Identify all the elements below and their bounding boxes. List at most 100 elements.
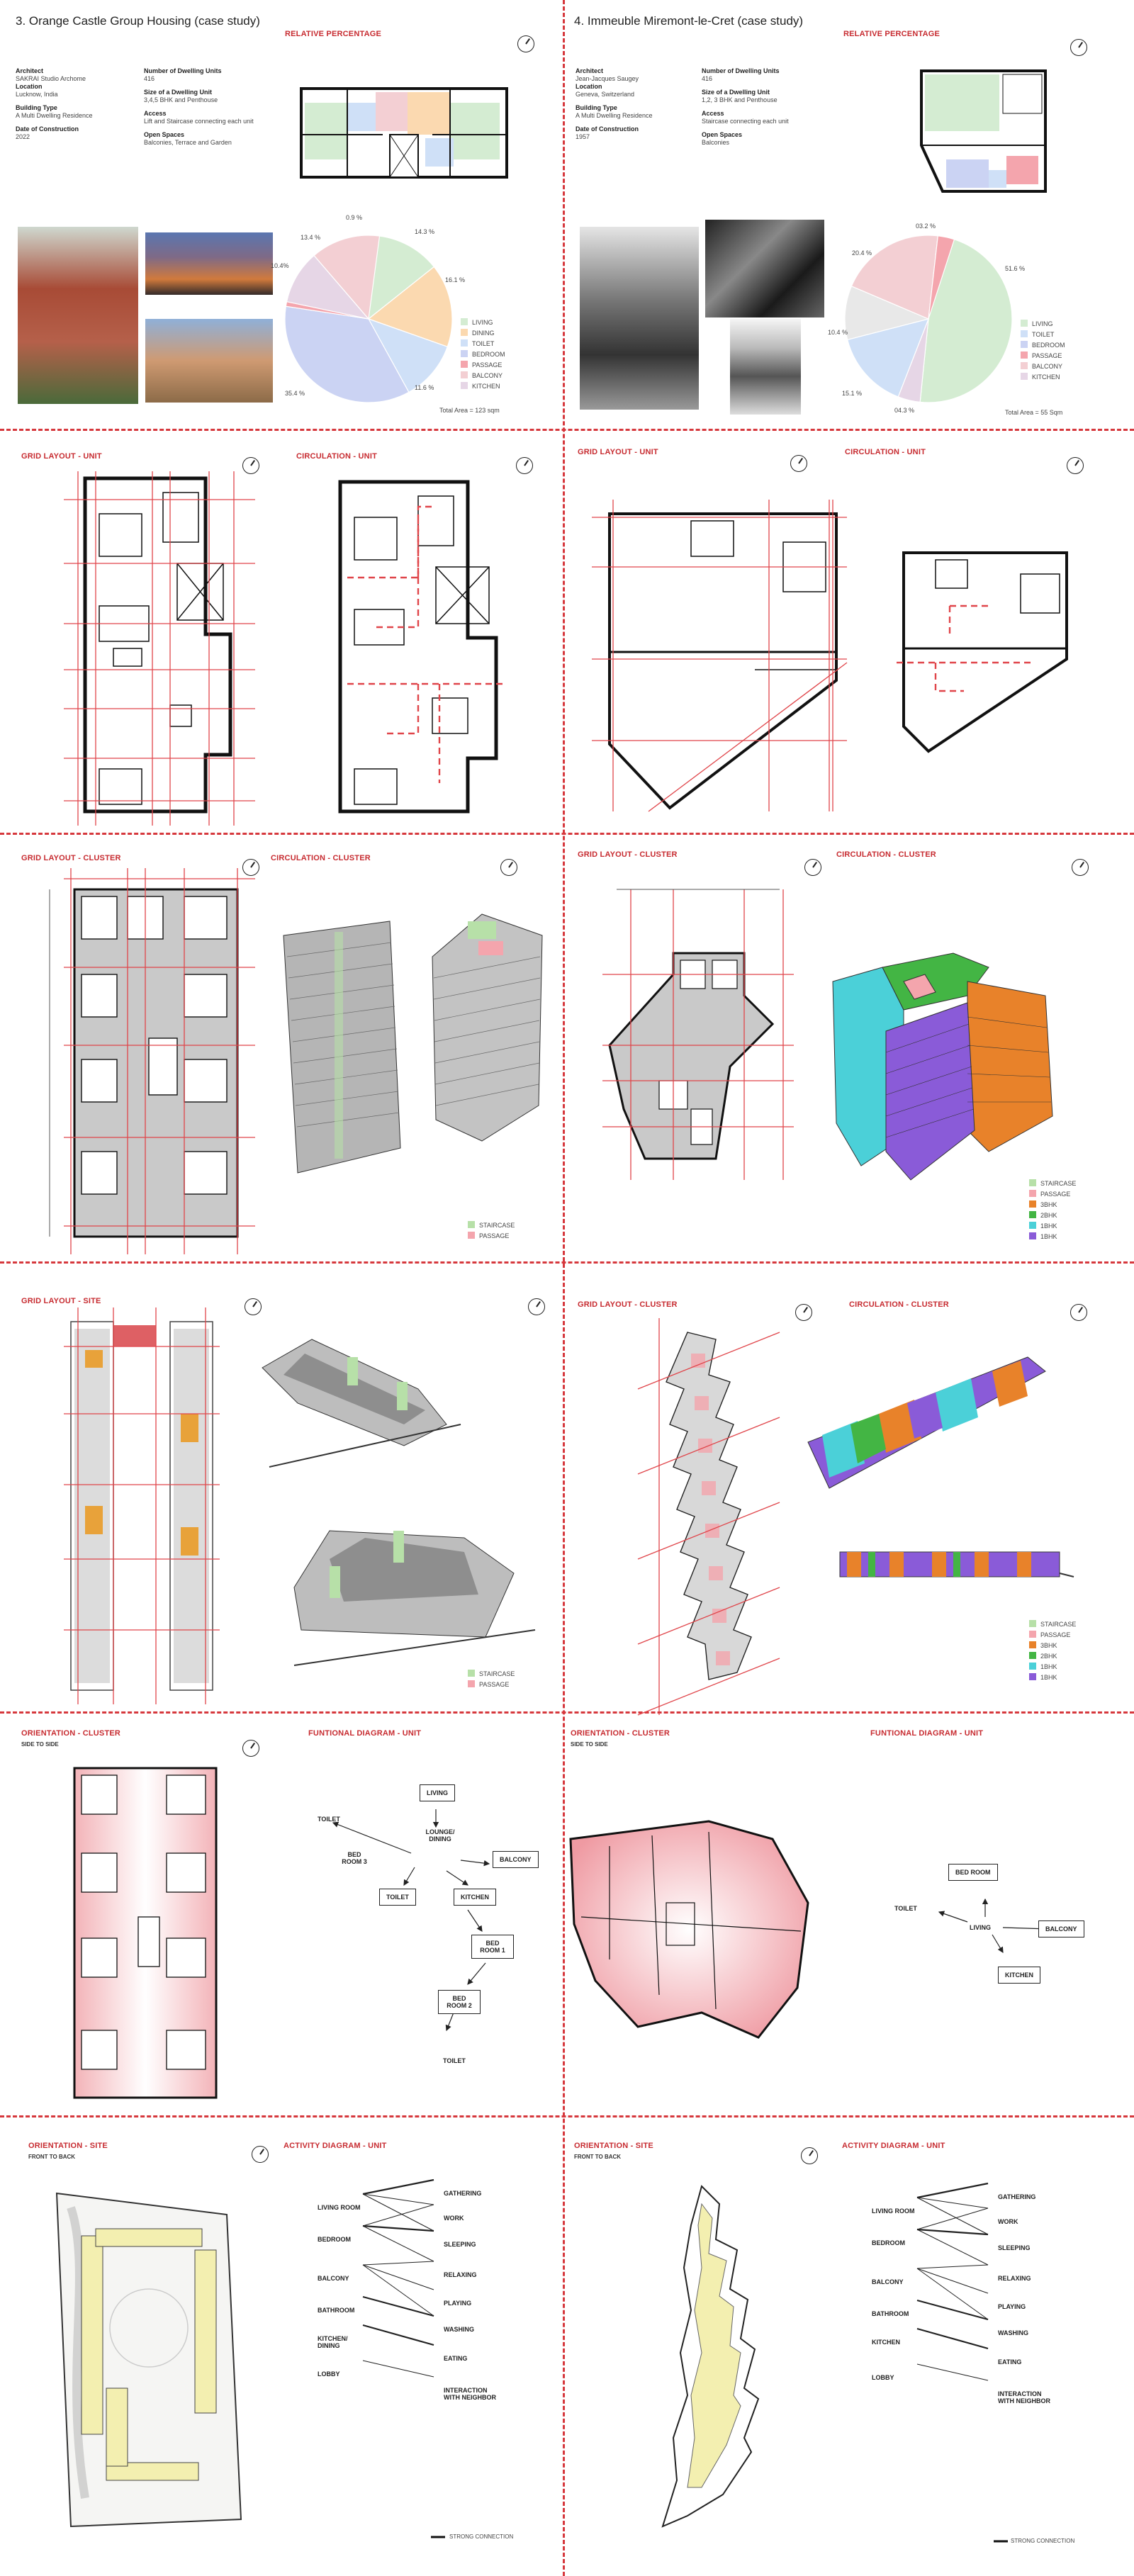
orientation-site-plan — [55, 2192, 242, 2528]
activity-space: LOBBY — [318, 2370, 340, 2378]
legend-item: BALCONY — [1021, 361, 1065, 372]
activity-space: BATHROOM — [318, 2307, 355, 2314]
relative-percentage-pie — [844, 235, 1013, 403]
section-title: CIRCULATION - CLUSTER — [836, 850, 936, 859]
func-node-balcony: BALCONY — [493, 1851, 539, 1868]
pie-label: 11.6 % — [415, 384, 434, 391]
pie-slice — [928, 235, 955, 320]
legend-item: BEDROOM — [1021, 340, 1065, 351]
pie-slice — [850, 235, 938, 320]
activity-label: WORK — [998, 2218, 1018, 2225]
functional-diagram-arrows — [332, 1809, 490, 2032]
case-study-title: 3. Orange Castle Group Housing (case stu… — [16, 14, 260, 28]
section-title: RELATIVE PERCENTAGE — [843, 30, 941, 38]
func-node-kitchen: KITCHEN — [454, 1889, 496, 1906]
func-node-lounge: LOUNGE/ DINING — [425, 1828, 455, 1843]
activity-link — [916, 2228, 989, 2236]
unit-plan-drawing — [920, 69, 1047, 193]
section-title: FUNTIONAL DIAGRAM - UNIT — [870, 1729, 984, 1738]
legend-swatch — [1021, 373, 1028, 380]
cluster-3d-model — [432, 913, 543, 1142]
activity-label: RELAXING — [998, 2275, 1031, 2282]
north-arrow-icon — [252, 2146, 269, 2163]
section-title: CIRCULATION - CLUSTER — [271, 854, 371, 862]
north-arrow-icon — [1070, 1304, 1087, 1321]
section-subtitle: FRONT TO BACK — [574, 2154, 622, 2160]
section-title: GRID LAYOUT - CLUSTER — [578, 1300, 678, 1309]
north-arrow-icon — [516, 457, 533, 474]
activity-space: BALCONY — [318, 2275, 349, 2282]
pie-legend: LIVING TOILET BEDROOM PASSAGE BALCONY KITCHEN — [1021, 319, 1065, 383]
activity-link — [362, 2360, 434, 2378]
section-title: GRID LAYOUT - UNIT — [21, 452, 102, 461]
func-node-bedroom-1: BED ROOM 1 — [471, 1935, 514, 1959]
grid-cluster-plan — [49, 868, 255, 1254]
orientation-cluster-plan — [73, 1767, 218, 2099]
legend-label: TOILET — [472, 340, 495, 347]
legend-swatch — [1021, 362, 1028, 369]
site-3d-model — [262, 1339, 461, 1468]
legend-label: PASSAGE — [1032, 352, 1062, 359]
pie-slice — [844, 286, 930, 341]
activity-space: LIVING ROOM — [318, 2204, 361, 2211]
legend-item: KITCHEN — [461, 381, 505, 392]
legend-label: BALCONY — [1032, 363, 1063, 370]
section-subtitle: SIDE TO SIDE — [571, 1741, 608, 1748]
activity-space: KITCHEN/ DINING — [318, 2335, 348, 2349]
legend-label: LIVING — [1032, 320, 1053, 327]
func-node-bedroom: BED ROOM — [948, 1864, 998, 1881]
section-title: ORIENTATION - SITE — [28, 2142, 108, 2150]
activity-link — [916, 2363, 989, 2381]
legend-swatch — [461, 339, 468, 347]
activity-label: RELAXING — [444, 2271, 477, 2278]
north-arrow-icon — [245, 1298, 262, 1315]
north-arrow-icon — [801, 2147, 818, 2164]
grid-unit-plan — [592, 500, 848, 812]
circulation-unit-plan — [897, 551, 1068, 753]
legend-item: TOILET — [1021, 330, 1065, 340]
strong-connection-legend: STRONG CONNECTION — [1011, 2538, 1075, 2544]
legend-label: BEDROOM — [472, 351, 505, 358]
activity-link — [916, 2197, 989, 2209]
section-title: ORIENTATION - SITE — [574, 2142, 653, 2150]
activity-link — [916, 2299, 989, 2321]
activity-link — [916, 2264, 989, 2269]
section-title: ACTIVITY DIAGRAM - UNIT — [842, 2142, 945, 2150]
legend-item: PASSAGE — [461, 360, 505, 371]
north-arrow-icon — [242, 859, 259, 876]
north-arrow-icon — [517, 35, 534, 52]
activity-label: WORK — [444, 2215, 464, 2222]
legend-item: LIVING — [1021, 319, 1065, 330]
activity-link — [916, 2229, 989, 2266]
section-title: ORIENTATION - CLUSTER — [21, 1729, 121, 1738]
func-node-toilet: TOILET — [318, 1816, 340, 1823]
activity-link — [362, 2261, 434, 2266]
legend-label: BEDROOM — [1032, 342, 1065, 349]
unit-plan-drawing — [300, 87, 508, 179]
pie-label: 10.4 % — [828, 329, 848, 336]
north-arrow-icon — [528, 1298, 545, 1315]
section-title: GRID LAYOUT - SITE — [21, 1297, 101, 1305]
site-3d-model — [839, 1551, 1074, 1577]
north-arrow-icon — [1070, 39, 1087, 56]
legend-swatch — [461, 350, 468, 357]
activity-link — [362, 2225, 434, 2262]
legend-label: KITCHEN — [1032, 373, 1060, 381]
section-title: CIRCULATION - UNIT — [296, 452, 377, 461]
activity-link — [916, 2327, 989, 2350]
legend-item: BALCONY — [461, 371, 505, 381]
legend-swatch — [461, 329, 468, 336]
activity-label: EATING — [998, 2358, 1022, 2366]
func-node-bedroom-3: BED ROOM 3 — [342, 1851, 367, 1865]
row-divider — [0, 2115, 1134, 2117]
legend-swatch — [461, 371, 468, 378]
pie-slice — [846, 318, 929, 398]
activity-space: KITCHEN — [872, 2339, 900, 2346]
activity-space: BATHROOM — [872, 2310, 909, 2317]
activity-label: PLAYING — [444, 2300, 472, 2307]
pie-label: 0.9 % — [346, 214, 363, 221]
legend-item: BEDROOM — [461, 349, 505, 360]
vertical-divider — [563, 0, 565, 2576]
